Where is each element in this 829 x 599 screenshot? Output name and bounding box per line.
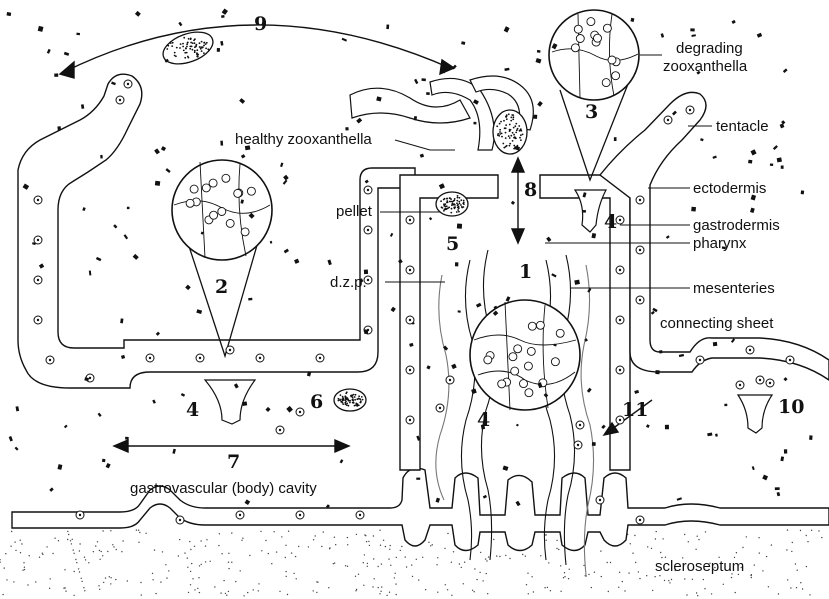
- label-degrading-2: zooxanthella: [663, 58, 748, 75]
- process-number-8: 8: [524, 179, 537, 201]
- label-mesenteries: mesenteries: [693, 280, 775, 297]
- label-scleroseptum: scleroseptum: [655, 558, 744, 575]
- process-number-6: 6: [310, 391, 323, 413]
- process-number-4-center: 4: [477, 409, 490, 431]
- process-number-5: 5: [446, 233, 459, 255]
- label-pharynx: pharynx: [693, 235, 747, 252]
- process-number-4-left: 4: [186, 399, 199, 421]
- process-number-4-right: 4: [604, 211, 617, 233]
- label-ectodermis: ectodermis: [693, 180, 766, 197]
- leader-lines: [380, 55, 712, 288]
- label-healthy-zooxanthella: healthy zooxanthella: [235, 131, 372, 148]
- process-number-10: 10: [778, 396, 804, 418]
- process-number-9: 9: [254, 13, 267, 35]
- label-dzp: d.z.p.: [330, 274, 367, 291]
- process-number-1: 1: [519, 261, 532, 283]
- process-number-2: 2: [215, 276, 228, 298]
- process-number-11: 11: [622, 399, 648, 421]
- label-gastrodermis: gastrodermis: [693, 217, 780, 234]
- label-gastrovascular-cavity: gastrovascular (body) cavity: [130, 480, 317, 497]
- label-connecting-sheet: connecting sheet: [660, 315, 774, 332]
- process-number-7: 7: [227, 451, 240, 473]
- process-number-3: 3: [585, 101, 598, 123]
- label-pellet: pellet: [336, 203, 373, 220]
- label-degrading-1: degrading: [676, 40, 743, 57]
- label-tentacle: tentacle: [716, 118, 769, 135]
